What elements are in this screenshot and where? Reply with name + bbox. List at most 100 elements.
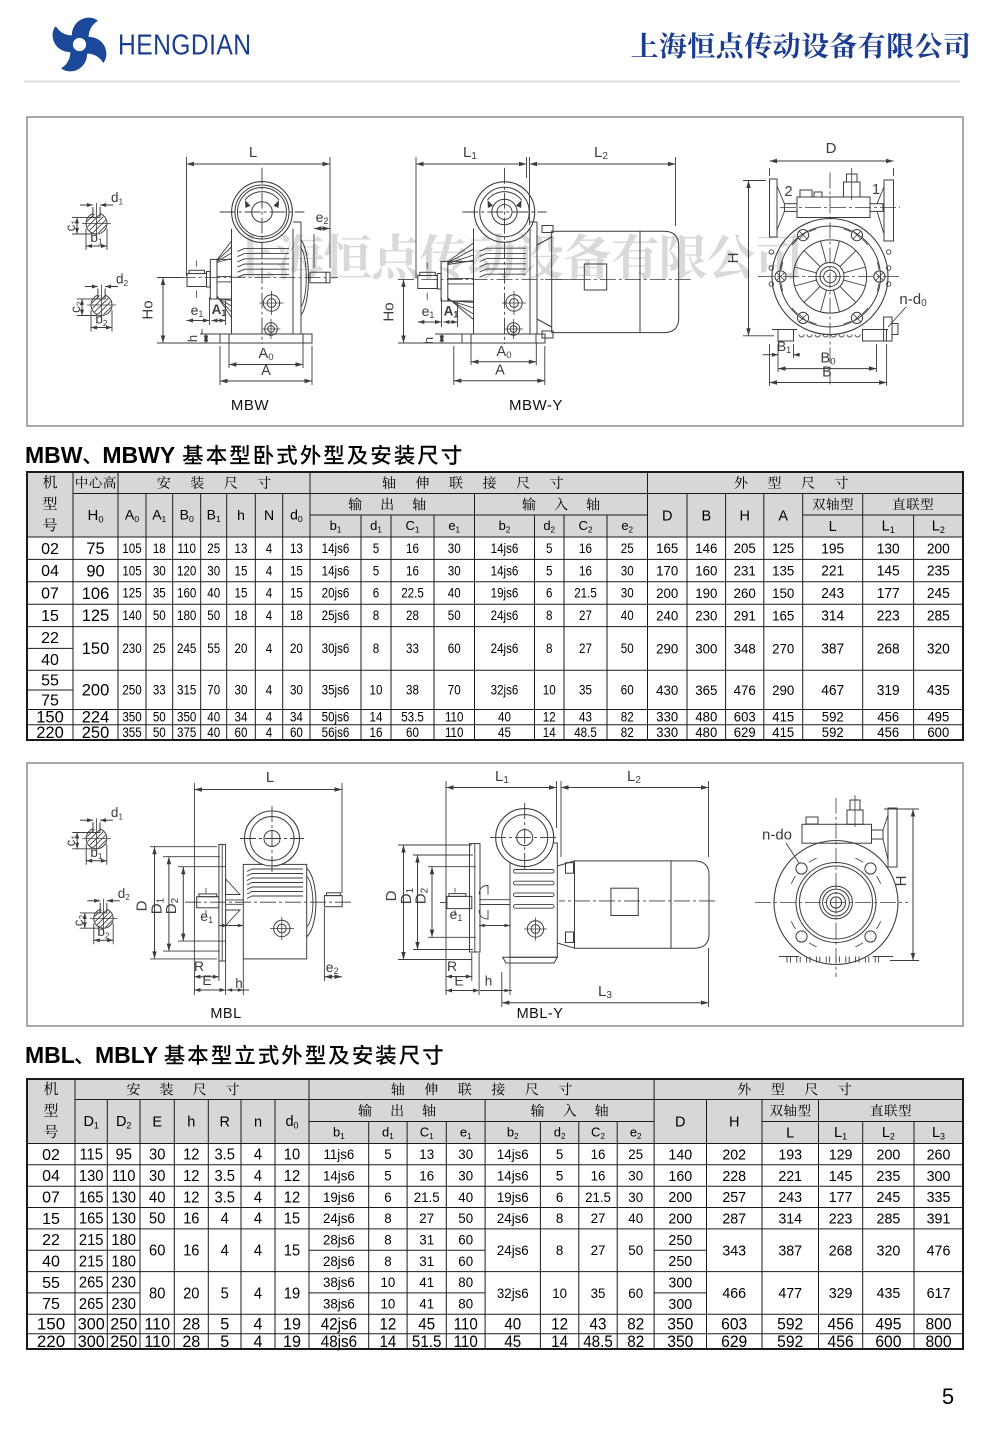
svg-text:5: 5	[546, 564, 552, 579]
svg-text:A: A	[261, 363, 271, 379]
svg-text:D: D	[826, 140, 837, 157]
svg-text:80: 80	[149, 1285, 165, 1302]
svg-text:30: 30	[458, 1168, 473, 1183]
svg-text:L: L	[266, 769, 274, 786]
svg-text:268: 268	[829, 1243, 853, 1259]
svg-text:MBL: MBL	[25, 1042, 75, 1068]
svg-text:250: 250	[668, 1232, 692, 1248]
svg-text:40: 40	[207, 725, 220, 740]
svg-text:16: 16	[419, 1168, 434, 1183]
svg-text:16: 16	[591, 1147, 606, 1162]
svg-text:82: 82	[627, 1316, 644, 1334]
svg-text:E: E	[152, 1115, 162, 1131]
svg-text:260: 260	[927, 1147, 951, 1163]
svg-text:HENGDIAN: HENGDIAN	[118, 29, 251, 61]
svg-text:20js6: 20js6	[322, 586, 350, 601]
svg-text:90: 90	[86, 562, 104, 580]
svg-text:22.5: 22.5	[401, 586, 424, 601]
svg-text:5: 5	[384, 1147, 392, 1162]
svg-text:43: 43	[579, 710, 592, 725]
svg-text:30js6: 30js6	[322, 641, 350, 656]
svg-text:16: 16	[591, 1168, 606, 1183]
svg-text:8: 8	[556, 1243, 563, 1258]
svg-text:435: 435	[877, 1286, 901, 1302]
svg-text:230: 230	[122, 641, 141, 656]
svg-text:30: 30	[628, 1189, 643, 1204]
svg-text:375: 375	[177, 725, 196, 740]
svg-text:291: 291	[734, 608, 756, 623]
svg-text:35js6: 35js6	[322, 683, 350, 698]
svg-text:4: 4	[221, 1210, 229, 1227]
svg-text:115: 115	[79, 1146, 102, 1163]
svg-text:265: 265	[79, 1296, 104, 1313]
svg-text:200: 200	[82, 682, 110, 700]
svg-text:15: 15	[290, 564, 303, 579]
svg-text:34: 34	[235, 710, 248, 725]
svg-text:145: 145	[877, 562, 900, 578]
svg-text:27: 27	[419, 1211, 434, 1226]
svg-text:140: 140	[122, 608, 141, 623]
svg-text:603: 603	[721, 1315, 747, 1333]
svg-text:456: 456	[877, 709, 899, 724]
svg-text:150: 150	[772, 586, 795, 601]
svg-text:387: 387	[821, 640, 844, 656]
svg-text:5: 5	[220, 1332, 229, 1351]
svg-text:230: 230	[111, 1296, 136, 1313]
svg-text:4: 4	[266, 564, 272, 579]
svg-text:14: 14	[543, 725, 556, 740]
svg-text:250: 250	[82, 724, 110, 742]
svg-text:180: 180	[111, 1253, 136, 1270]
svg-text:25js6: 25js6	[322, 608, 350, 623]
svg-text:110: 110	[177, 541, 196, 556]
svg-text:D: D	[662, 508, 672, 524]
svg-text:16: 16	[183, 1242, 199, 1259]
svg-text:21.5: 21.5	[414, 1189, 440, 1204]
svg-text:205: 205	[734, 541, 757, 556]
svg-text:80: 80	[458, 1275, 473, 1290]
svg-text:41: 41	[419, 1296, 434, 1311]
svg-text:160: 160	[668, 1168, 692, 1184]
svg-text:L: L	[829, 519, 837, 535]
svg-text:8: 8	[384, 1253, 391, 1268]
svg-text:19js6: 19js6	[491, 586, 519, 601]
svg-text:435: 435	[927, 682, 950, 698]
svg-text:12: 12	[183, 1189, 199, 1206]
svg-text:16: 16	[579, 564, 592, 579]
svg-text:B: B	[822, 365, 832, 381]
svg-text:4: 4	[266, 725, 272, 740]
svg-text:15: 15	[284, 1210, 300, 1227]
svg-text:250: 250	[122, 683, 141, 698]
svg-text:319: 319	[877, 682, 900, 698]
svg-text:27: 27	[579, 641, 592, 656]
svg-text:617: 617	[927, 1286, 951, 1302]
svg-text:30: 30	[235, 683, 248, 698]
svg-text:466: 466	[722, 1286, 746, 1302]
svg-text:N: N	[264, 507, 274, 523]
svg-text:MBL-Y: MBL-Y	[517, 1006, 564, 1022]
svg-text:243: 243	[778, 1190, 802, 1206]
svg-text:30: 30	[207, 564, 220, 579]
svg-text:50: 50	[149, 1210, 165, 1227]
svg-text:MBWY: MBWY	[102, 442, 175, 468]
svg-text:350: 350	[667, 1332, 693, 1350]
svg-text:40: 40	[207, 586, 220, 601]
svg-text:40: 40	[628, 1211, 643, 1226]
svg-text:40: 40	[207, 710, 220, 725]
svg-text:24js6: 24js6	[491, 641, 519, 656]
svg-text:5: 5	[556, 1168, 564, 1183]
svg-text:329: 329	[829, 1286, 853, 1302]
svg-text:R: R	[194, 958, 204, 974]
svg-text:10: 10	[552, 1285, 567, 1300]
svg-text:27: 27	[591, 1211, 606, 1226]
svg-text:3.5: 3.5	[214, 1146, 234, 1163]
svg-text:3.5: 3.5	[214, 1189, 234, 1206]
svg-text:30: 30	[149, 1168, 165, 1185]
svg-text:257: 257	[722, 1190, 746, 1206]
svg-text:4: 4	[266, 683, 272, 698]
svg-text:5: 5	[384, 1168, 392, 1183]
svg-text:800: 800	[925, 1332, 951, 1350]
svg-text:130: 130	[111, 1189, 136, 1206]
svg-text:48js6: 48js6	[321, 1333, 357, 1351]
svg-text:H: H	[729, 1115, 739, 1131]
svg-text:02: 02	[41, 541, 59, 558]
